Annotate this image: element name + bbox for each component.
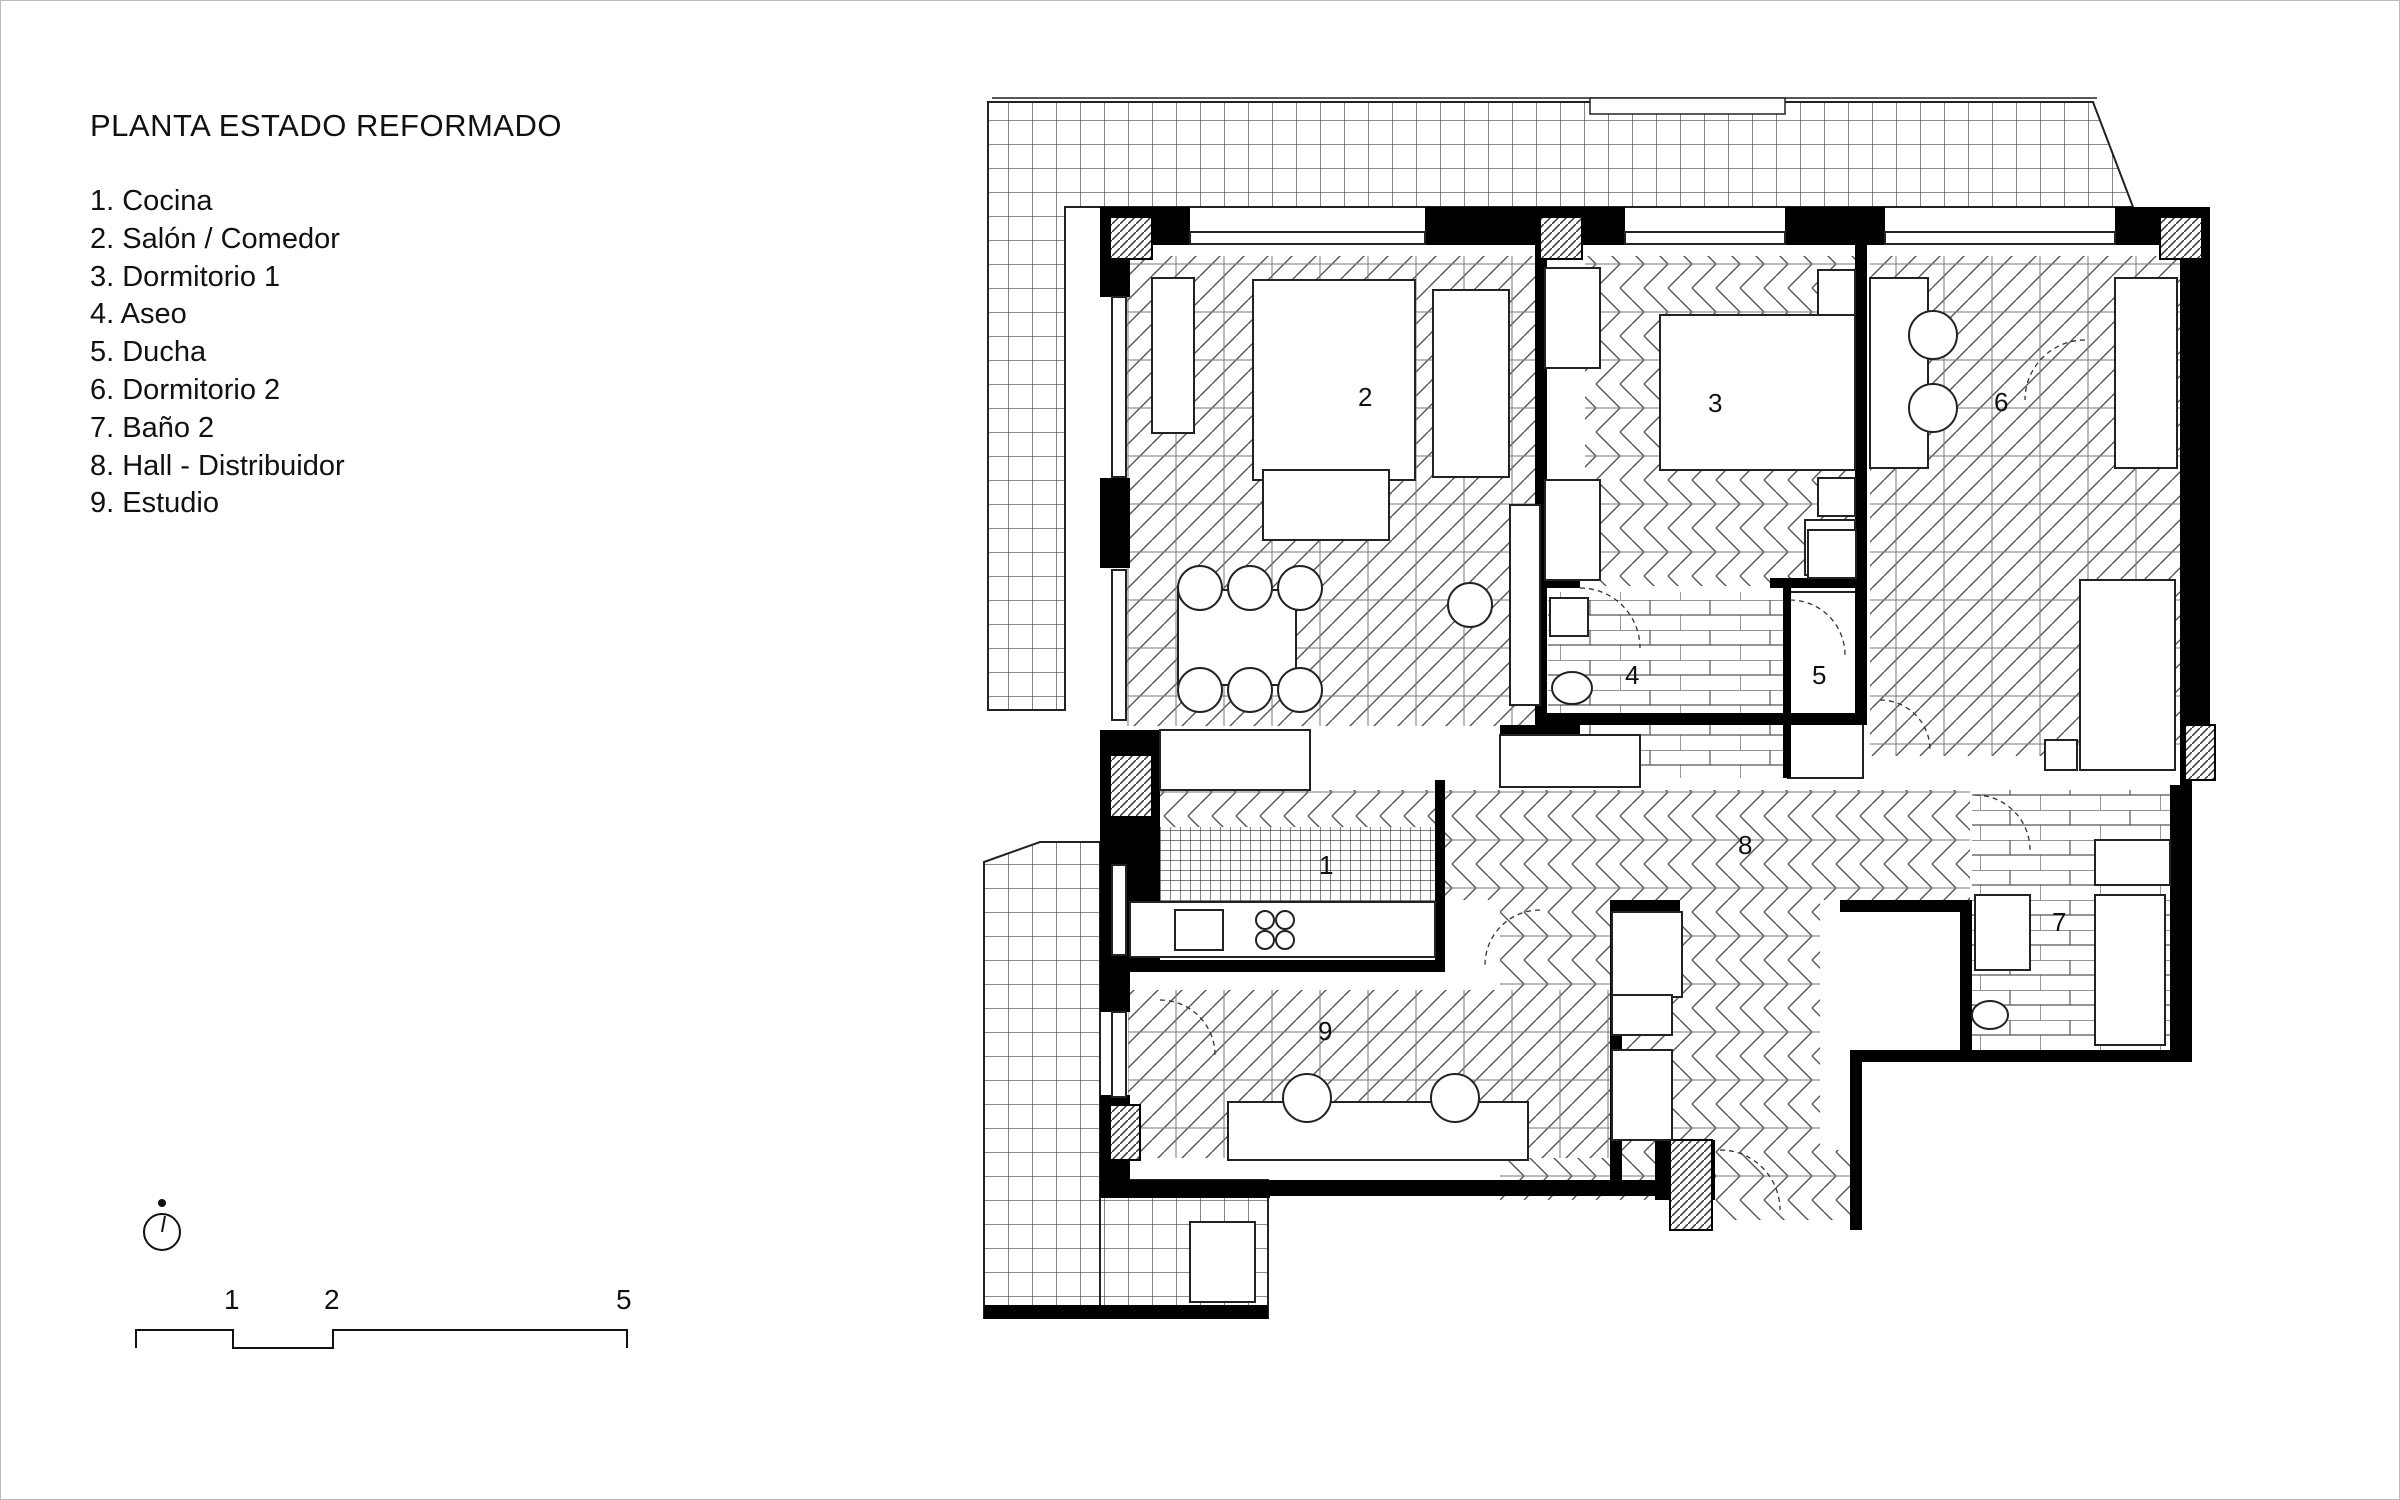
dormitorio2-furniture xyxy=(1869,277,2178,771)
scale-bar xyxy=(135,1329,628,1349)
legend-item: 2. Salón / Comedor xyxy=(90,222,340,255)
legend-item: 1. Cocina xyxy=(90,185,213,217)
room-label-cocina: 1 xyxy=(1319,850,1334,880)
north-arrow-icon xyxy=(143,1199,181,1251)
room-label-hall: 8 xyxy=(1738,830,1753,860)
room-label-bano2: 7 xyxy=(2052,907,2067,937)
legend-item: 8. Hall - Distribuidor xyxy=(90,449,345,482)
legend-item: 6. Dormitorio 2 xyxy=(90,373,281,406)
estudio-furniture xyxy=(1189,911,1683,1303)
room-legend: 1. Cocina 2. Salón / Comedor 3. Dormitor… xyxy=(90,183,345,523)
room-label-salon: 2 xyxy=(1358,382,1373,412)
room-label-ducha: 5 xyxy=(1812,660,1827,690)
salon-furniture xyxy=(1151,277,1541,713)
legend-item: 4. Aseo xyxy=(90,298,187,331)
scale-label-5: 5 xyxy=(616,1284,632,1315)
legend-item: 7. Baño 2 xyxy=(90,411,215,444)
scale-label-2: 2 xyxy=(324,1284,340,1315)
room-label-aseo: 4 xyxy=(1625,660,1640,690)
door-swings xyxy=(1159,339,2086,1211)
kitchen-furniture xyxy=(1129,729,1641,958)
legend-item: 3. Dormitorio 1 xyxy=(90,260,281,293)
plan-title: PLANTA ESTADO REFORMADO xyxy=(90,108,562,143)
bath-fixtures xyxy=(1549,529,2171,1046)
room-label-dormitorio1: 3 xyxy=(1708,388,1723,418)
room-label-estudio: 9 xyxy=(1318,1016,1333,1046)
windows xyxy=(1111,231,2116,1098)
terrace-north xyxy=(987,97,2135,711)
legend-item: 5. Ducha xyxy=(90,336,207,369)
room-label-dormitorio2: 6 xyxy=(1994,387,2009,417)
scale-label-1: 1 xyxy=(224,1284,240,1315)
legend-item: 9. Estudio xyxy=(90,487,219,520)
floor-cocina xyxy=(1130,827,1435,901)
columns xyxy=(1109,216,2216,1231)
